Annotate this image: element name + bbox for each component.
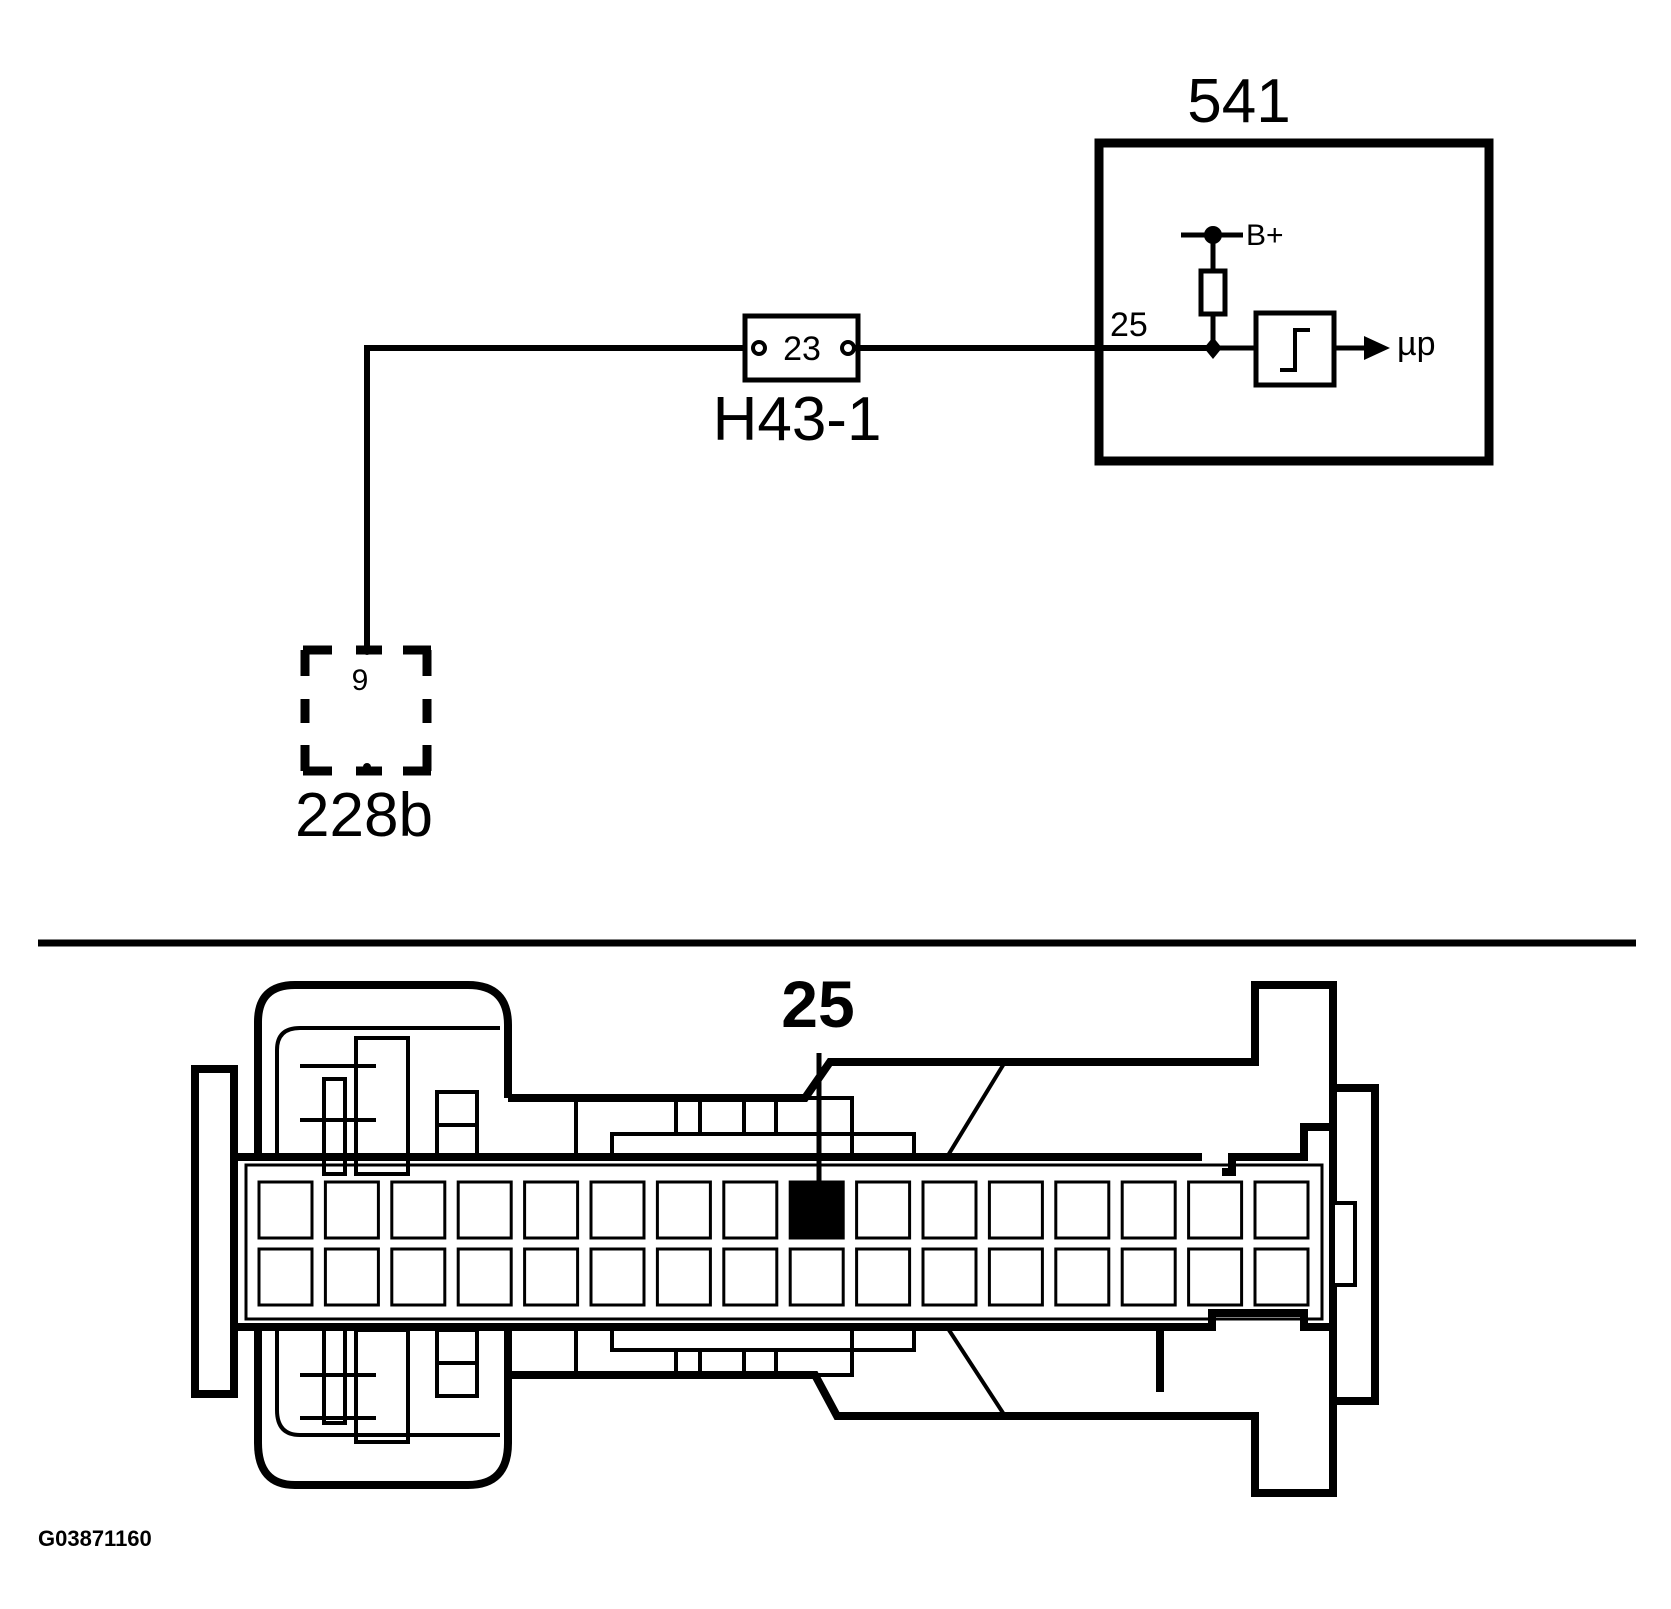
pin-cavity xyxy=(323,1180,380,1240)
pin-cavity xyxy=(1187,1247,1244,1307)
pin-cavity-highlighted xyxy=(788,1180,845,1240)
pin-cavity xyxy=(257,1180,314,1240)
pin-cavity xyxy=(323,1247,380,1307)
pin-cavity xyxy=(855,1247,912,1307)
pin-cavity xyxy=(257,1247,314,1307)
pin-cavity xyxy=(987,1247,1044,1307)
h43-terminal-left xyxy=(751,340,767,356)
pin-grid xyxy=(257,1180,1310,1307)
pin-cavity xyxy=(390,1247,447,1307)
pin-cavity xyxy=(1253,1180,1310,1240)
reference-code: G03871160 xyxy=(38,1526,152,1551)
pin-cavity xyxy=(1187,1180,1244,1240)
component-228b-pin-label: 9 xyxy=(352,664,369,697)
rib-plate-bottom xyxy=(610,1325,916,1352)
pin-cavity xyxy=(456,1247,513,1307)
pin-cavity xyxy=(1120,1247,1177,1307)
pin-field xyxy=(244,1163,1324,1321)
h43-label: H43-1 xyxy=(713,385,882,454)
component-228b-label: 228b xyxy=(295,781,433,850)
h43-pin-label: 23 xyxy=(783,330,821,368)
wire-228b-to-h43 xyxy=(364,345,745,650)
module-541-box xyxy=(1094,138,1494,466)
output-arrow-icon xyxy=(1364,336,1390,360)
pin-cavity xyxy=(921,1180,978,1240)
module-541-label: 541 xyxy=(1187,67,1290,136)
pin-cavity xyxy=(655,1247,712,1307)
rib-plate-top xyxy=(610,1132,916,1159)
pin-cavity xyxy=(722,1247,779,1307)
highlighted-pin-label: 25 xyxy=(781,967,854,1041)
pin-cavity xyxy=(456,1180,513,1240)
pull-up-resistor xyxy=(1198,268,1228,317)
module-541-pin-label: 25 xyxy=(1110,306,1148,344)
diagonal-top xyxy=(945,1060,1007,1159)
pin-cavity xyxy=(1253,1247,1310,1307)
right-key xyxy=(1331,1201,1357,1287)
microprocessor-label: µp xyxy=(1397,325,1436,363)
pin-cavity xyxy=(523,1180,580,1240)
component-228b-box xyxy=(300,645,432,776)
pin-cavity xyxy=(655,1180,712,1240)
pin-cavity xyxy=(987,1180,1044,1240)
pin-cavity xyxy=(589,1247,646,1307)
left-latch-inner xyxy=(275,1026,500,1437)
pin-cavity xyxy=(1054,1247,1111,1307)
pin-cavity xyxy=(921,1247,978,1307)
pin-cavity xyxy=(523,1247,580,1307)
h43-connector-box xyxy=(742,313,861,383)
component-228b-terminal-bottom xyxy=(363,763,371,771)
latch-detail-top-b xyxy=(322,1077,347,1176)
pin-cavity xyxy=(855,1180,912,1240)
left-end-plate xyxy=(191,1065,238,1398)
latch-detail-bot-a xyxy=(354,1328,410,1444)
schmitt-symbol xyxy=(1280,328,1310,372)
rib-block-top xyxy=(574,1096,854,1159)
pin-cavity xyxy=(589,1180,646,1240)
pin-cavity xyxy=(1054,1180,1111,1240)
connector-face-view xyxy=(191,981,1379,1497)
supply-label: B+ xyxy=(1246,219,1284,252)
schematic-section xyxy=(300,138,1494,776)
pin-cavity xyxy=(1120,1180,1177,1240)
component-228b-terminal xyxy=(362,645,372,655)
diagonal-bottom xyxy=(945,1325,1007,1418)
pin-cavity xyxy=(788,1247,845,1307)
h43-terminal-right xyxy=(840,340,856,356)
latch-detail-top-a xyxy=(354,1036,410,1176)
housing-bottom-outline xyxy=(234,1309,1337,1497)
left-latch-housing xyxy=(254,981,512,1489)
pin-cavity xyxy=(722,1180,779,1240)
pin-cavity xyxy=(390,1180,447,1240)
